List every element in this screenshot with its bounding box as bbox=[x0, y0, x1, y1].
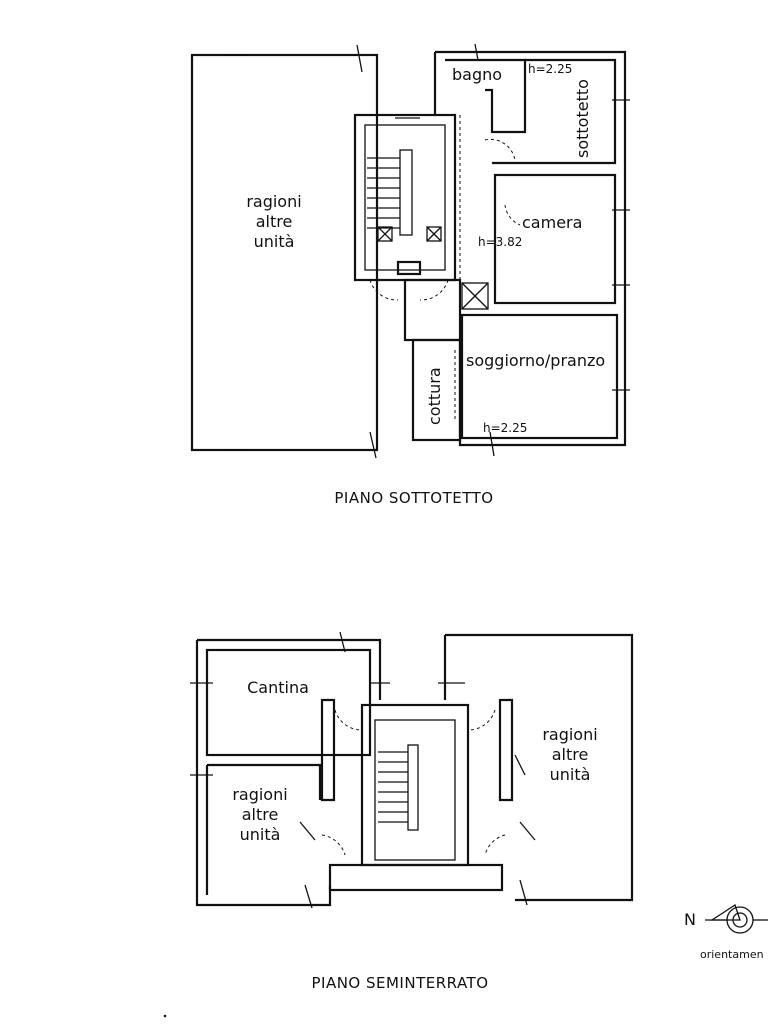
upper-plan-title: PIANO SOTTOTETTO bbox=[334, 489, 493, 507]
upper-camera-label: camera bbox=[522, 213, 582, 232]
upper-cottura-room bbox=[411, 338, 462, 442]
scan-dot bbox=[163, 1014, 167, 1018]
upper-soggiorno-room bbox=[460, 313, 619, 440]
upper-camera-room bbox=[493, 173, 617, 305]
lower-right-unit-label-1: ragioni bbox=[542, 725, 597, 744]
lower-left-ragioni-walls bbox=[205, 763, 322, 895]
lower-cantina-label: Cantina bbox=[247, 678, 309, 697]
upper-sottotetto-label: sottotetto bbox=[573, 79, 592, 158]
upper-stair-core bbox=[353, 113, 457, 301]
lower-left-unit-label-2: altre bbox=[242, 805, 279, 824]
lower-left-unit-walls bbox=[195, 638, 382, 907]
upper-sottotetto-walls bbox=[492, 58, 617, 165]
compass-north-label: N bbox=[684, 910, 696, 929]
lower-cantina-room bbox=[205, 648, 372, 757]
upper-left-unit-label-1: ragioni bbox=[246, 192, 301, 211]
lower-right-unit-label-2: altre bbox=[552, 745, 589, 764]
compass-caption: orientamen bbox=[700, 948, 764, 961]
upper-height-top: h=2.25 bbox=[528, 62, 572, 76]
upper-bagno-label: bagno bbox=[452, 65, 502, 84]
upper-bagno-walls bbox=[445, 58, 527, 134]
upper-height-bottom: h=2.25 bbox=[483, 421, 527, 435]
lower-right-unit-walls bbox=[443, 633, 634, 902]
lower-left-unit-label-1: ragioni bbox=[232, 785, 287, 804]
upper-corridor bbox=[403, 278, 462, 342]
upper-cottura-label: cottura bbox=[425, 367, 444, 425]
lower-stair-core bbox=[328, 703, 504, 892]
upper-left-unit-label-3: unità bbox=[254, 232, 295, 251]
lower-floor-plan: Cantina ragioni altre unità ragioni altr… bbox=[190, 631, 634, 909]
upper-left-unit-walls bbox=[190, 53, 379, 452]
upper-soggiorno-label: soggiorno/pranzo bbox=[466, 351, 605, 370]
upper-left-unit-label-2: altre bbox=[256, 212, 293, 231]
lower-left-unit-label-3: unità bbox=[240, 825, 281, 844]
upper-shaft bbox=[461, 282, 489, 310]
lower-right-unit-label-3: unità bbox=[550, 765, 591, 784]
upper-apartment-walls bbox=[433, 50, 627, 447]
compass-icon: N orientamen bbox=[684, 903, 768, 961]
upper-height-mid: h=3.82 bbox=[478, 235, 522, 249]
upper-floor-plan: ragioni altre unità bagno h=2.25 sottote… bbox=[190, 43, 630, 459]
lower-plan-title: PIANO SEMINTERRATO bbox=[311, 974, 488, 992]
